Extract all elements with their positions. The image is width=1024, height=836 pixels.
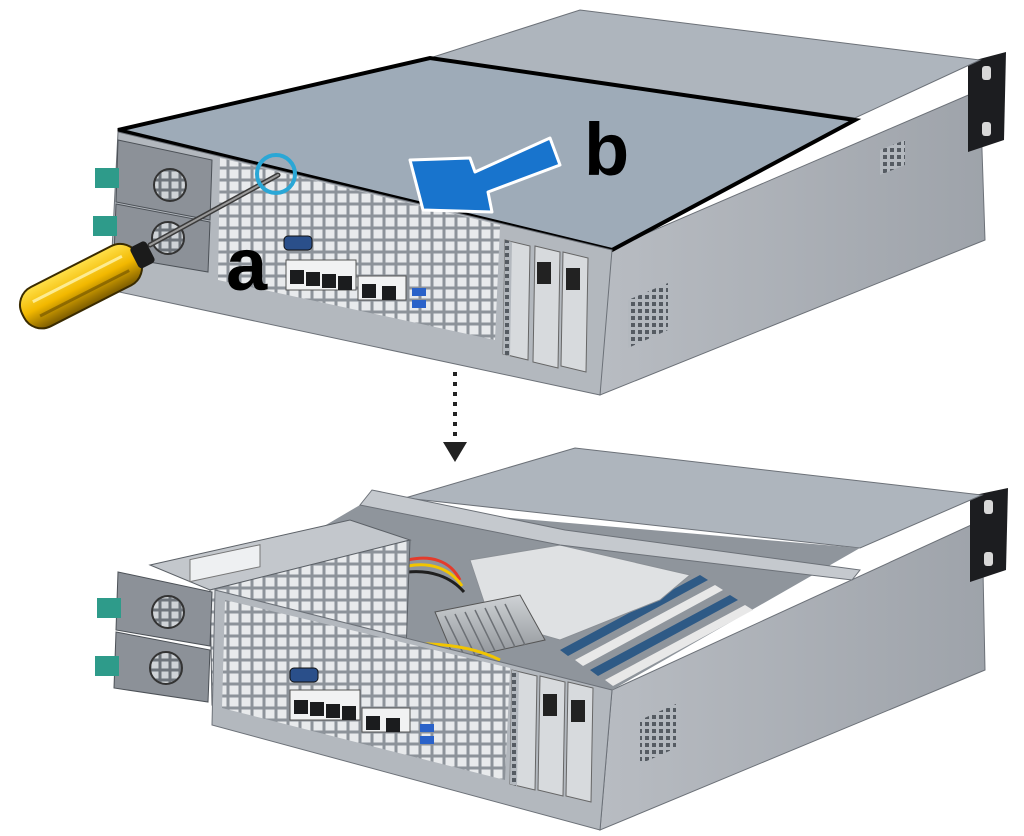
psu-module [97, 571, 213, 647]
psu-module [95, 139, 213, 221]
rack-ear [968, 52, 1006, 152]
pcie-slot-covers [509, 669, 594, 803]
server-open [95, 447, 1008, 831]
step-label-a: a [226, 223, 268, 306]
io-ports [283, 235, 426, 308]
rear-grill [218, 158, 500, 340]
side-vents [628, 283, 668, 348]
memory-modules [560, 575, 753, 686]
step-label-b: b [584, 108, 629, 191]
usb-port [412, 300, 426, 308]
cross-brace [359, 489, 861, 581]
rear-grill [222, 600, 510, 780]
psu-release-tab [95, 656, 119, 676]
rack-ear [970, 488, 1008, 582]
pcie-slot-covers [502, 239, 589, 373]
screw-callout-circle [255, 153, 297, 195]
serial-port [283, 235, 313, 251]
slide-arrow-icon [408, 136, 562, 214]
server-closed [93, 9, 1006, 396]
usb-port [412, 288, 426, 296]
side-vents [640, 704, 676, 764]
side-vents [880, 140, 905, 175]
psu-module [95, 631, 211, 703]
psu-label [189, 544, 261, 583]
serial-port [289, 667, 319, 683]
io-ports [289, 667, 434, 744]
chassis-top-front [404, 447, 984, 549]
dotted-down-arrow-icon [443, 372, 467, 462]
psu-release-tab [95, 168, 119, 188]
usb-port [420, 736, 434, 744]
psu-release-tab [97, 598, 121, 618]
psu-release-tab [93, 216, 117, 236]
usb-port [420, 724, 434, 732]
screwdriver-icon [18, 172, 281, 330]
cpu-heatsink [434, 594, 546, 661]
